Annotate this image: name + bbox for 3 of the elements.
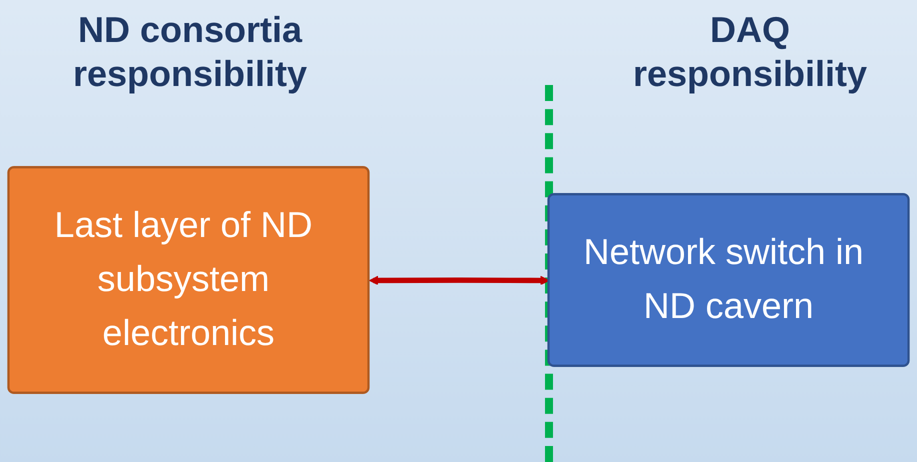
column-heading: ND consortia responsibility — [72, 8, 308, 96]
column-heading: DAQ responsibility — [632, 8, 868, 96]
arrow — [369, 276, 550, 286]
